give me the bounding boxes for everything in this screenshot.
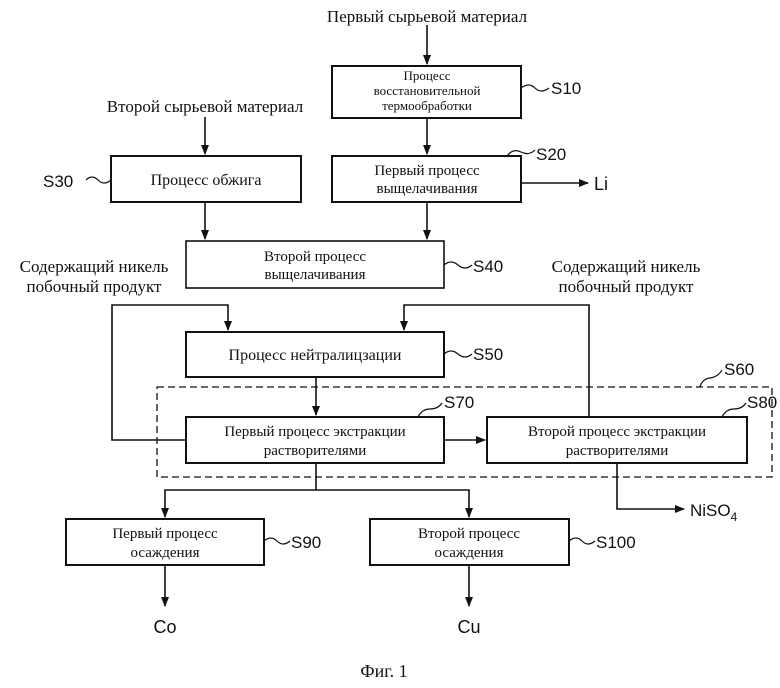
- leader-s90: [264, 538, 290, 544]
- figure-caption: Фиг. 1: [360, 661, 407, 681]
- label-s10: S10: [551, 79, 581, 98]
- leader-s70: [418, 403, 442, 417]
- s80-text-line2: растворителями: [566, 443, 669, 459]
- s20-text-line2: выщелачивания: [377, 181, 478, 197]
- first-raw-material-label: Первый сырьевой материал: [327, 7, 528, 26]
- s90-text-line1: Первый процесс: [112, 526, 218, 542]
- s100-text-line1: Второй процесс: [418, 526, 520, 542]
- s10-text-line1: Процесс: [404, 68, 451, 83]
- s70-text-line2: растворителями: [264, 443, 367, 459]
- label-s70: S70: [444, 393, 474, 412]
- output-co: Co: [153, 617, 176, 637]
- byproduct-left-line2: побочный продукт: [27, 277, 163, 296]
- s100-text-line2: осаждения: [435, 545, 504, 561]
- label-s100: S100: [596, 533, 636, 552]
- leader-s60: [700, 370, 722, 387]
- s20-text-line1: Первый процесс: [374, 163, 480, 179]
- arrow-s80-to-niso4: [617, 463, 684, 509]
- output-niso4-subscript: 4: [731, 510, 738, 524]
- label-s20: S20: [536, 145, 566, 164]
- label-s30: S30: [43, 172, 73, 191]
- s50-text: Процесс нейтралицзации: [229, 347, 402, 364]
- output-cu: Cu: [457, 617, 480, 637]
- second-raw-material-label: Второй сырьевой материал: [107, 97, 304, 116]
- byproduct-right-line2: побочный продукт: [559, 277, 695, 296]
- leader-s10: [521, 85, 549, 91]
- output-niso4-base: NiSO: [690, 501, 731, 520]
- leader-s40: [444, 262, 472, 268]
- leader-s30: [86, 177, 111, 183]
- leader-s50: [444, 351, 472, 357]
- s70-text-line1: Первый процесс экстракции: [224, 424, 405, 440]
- byproduct-right-line1: Содержащий никель: [552, 257, 701, 276]
- s90-text-line2: осаждения: [131, 545, 200, 561]
- arrow-s70-to-s90: [165, 463, 316, 517]
- output-li: Li: [594, 174, 608, 194]
- arrow-s70-to-s100: [316, 490, 469, 517]
- leader-s80: [722, 403, 746, 417]
- byproduct-left-line1: Содержащий никель: [20, 257, 169, 276]
- label-s40: S40: [473, 257, 503, 276]
- label-s60: S60: [724, 360, 754, 379]
- label-s50: S50: [473, 345, 503, 364]
- s10-text-line2: восстановительной: [374, 83, 481, 98]
- s40-text-line2: выщелачивания: [265, 267, 366, 283]
- s80-text-line1: Второй процесс экстракции: [528, 424, 706, 440]
- label-s80: S80: [747, 393, 777, 412]
- s30-text: Процесс обжига: [151, 172, 262, 189]
- output-niso4: NiSO4: [690, 501, 738, 524]
- s40-text-line1: Второй процесс: [264, 249, 366, 265]
- label-s90: S90: [291, 533, 321, 552]
- leader-s100: [569, 538, 595, 544]
- s10-text-line3: термообработки: [382, 98, 472, 113]
